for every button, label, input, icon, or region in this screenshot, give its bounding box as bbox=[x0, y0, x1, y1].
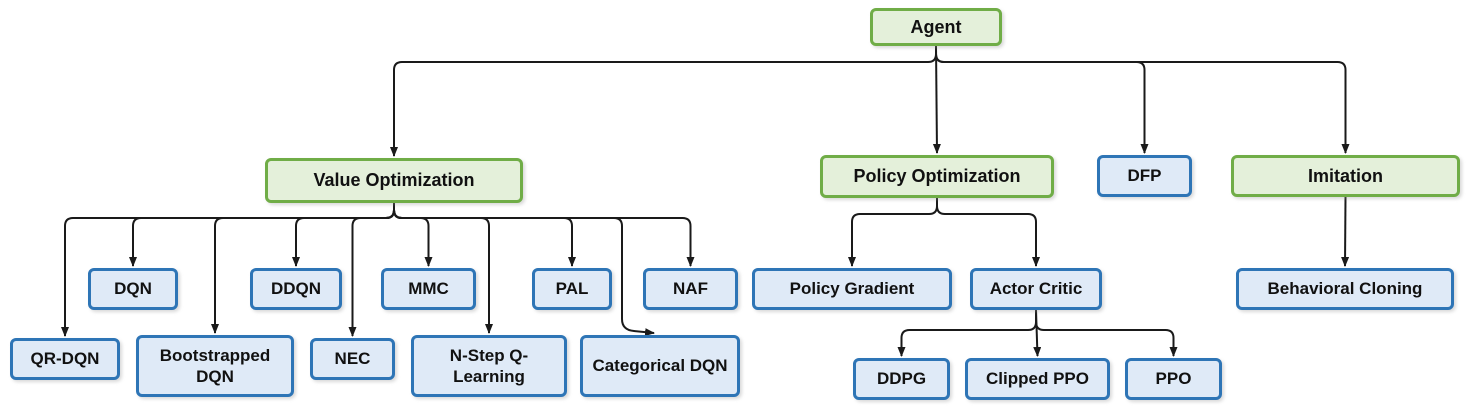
node-categorical-dqn: Categorical DQN bbox=[580, 335, 740, 397]
edge-actor-critic-to-clipped-ppo bbox=[1033, 309, 1042, 357]
node-policy-optimization: Policy Optimization bbox=[820, 155, 1054, 198]
node-qr-dqn: QR-DQN bbox=[10, 338, 120, 380]
node-dfp: DFP bbox=[1097, 155, 1192, 197]
node-clipped-ppo: Clipped PPO bbox=[965, 358, 1110, 400]
edge-actor-critic-to-ppo bbox=[1035, 310, 1178, 357]
node-n-step-q-learning: N-Step Q-Learning bbox=[411, 335, 567, 397]
node-imitation: Imitation bbox=[1231, 155, 1460, 197]
node-dqn: DQN bbox=[88, 268, 178, 310]
edge-policy-optimization-to-actor-critic bbox=[936, 198, 1040, 267]
node-agent: Agent bbox=[870, 8, 1002, 46]
node-pal: PAL bbox=[532, 268, 612, 310]
edge-value-optimization-to-ddqn bbox=[292, 203, 395, 267]
node-behavioral-cloning: Behavioral Cloning bbox=[1236, 268, 1454, 310]
node-actor-critic: Actor Critic bbox=[970, 268, 1102, 310]
edge-actor-critic-to-ddpg bbox=[897, 310, 1037, 357]
edge-value-optimization-to-pal bbox=[393, 203, 576, 267]
node-nec: NEC bbox=[310, 338, 395, 380]
node-ddpg: DDPG bbox=[853, 358, 950, 400]
node-policy-gradient: Policy Gradient bbox=[752, 268, 952, 310]
node-ddqn: DDQN bbox=[250, 268, 342, 310]
edge-value-optimization-to-naf bbox=[393, 203, 695, 267]
edge-agent-to-policy-optimization bbox=[932, 45, 941, 154]
edge-agent-to-imitation bbox=[935, 46, 1350, 154]
edge-value-optimization-to-mmc bbox=[393, 203, 433, 267]
edge-policy-optimization-to-policy-gradient bbox=[848, 198, 938, 267]
node-bootstrapped-dqn: Bootstrapped DQN bbox=[136, 335, 294, 397]
node-naf: NAF bbox=[643, 268, 738, 310]
edge-value-optimization-to-dqn bbox=[129, 203, 395, 267]
node-mmc: MMC bbox=[381, 268, 476, 310]
edge-imitation-to-behavioral-cloning bbox=[1341, 196, 1350, 267]
node-ppo: PPO bbox=[1125, 358, 1222, 400]
edge-agent-to-dfp bbox=[935, 46, 1149, 154]
node-value-optimization: Value Optimization bbox=[265, 158, 523, 203]
edge-agent-to-value-optimization bbox=[390, 46, 937, 157]
